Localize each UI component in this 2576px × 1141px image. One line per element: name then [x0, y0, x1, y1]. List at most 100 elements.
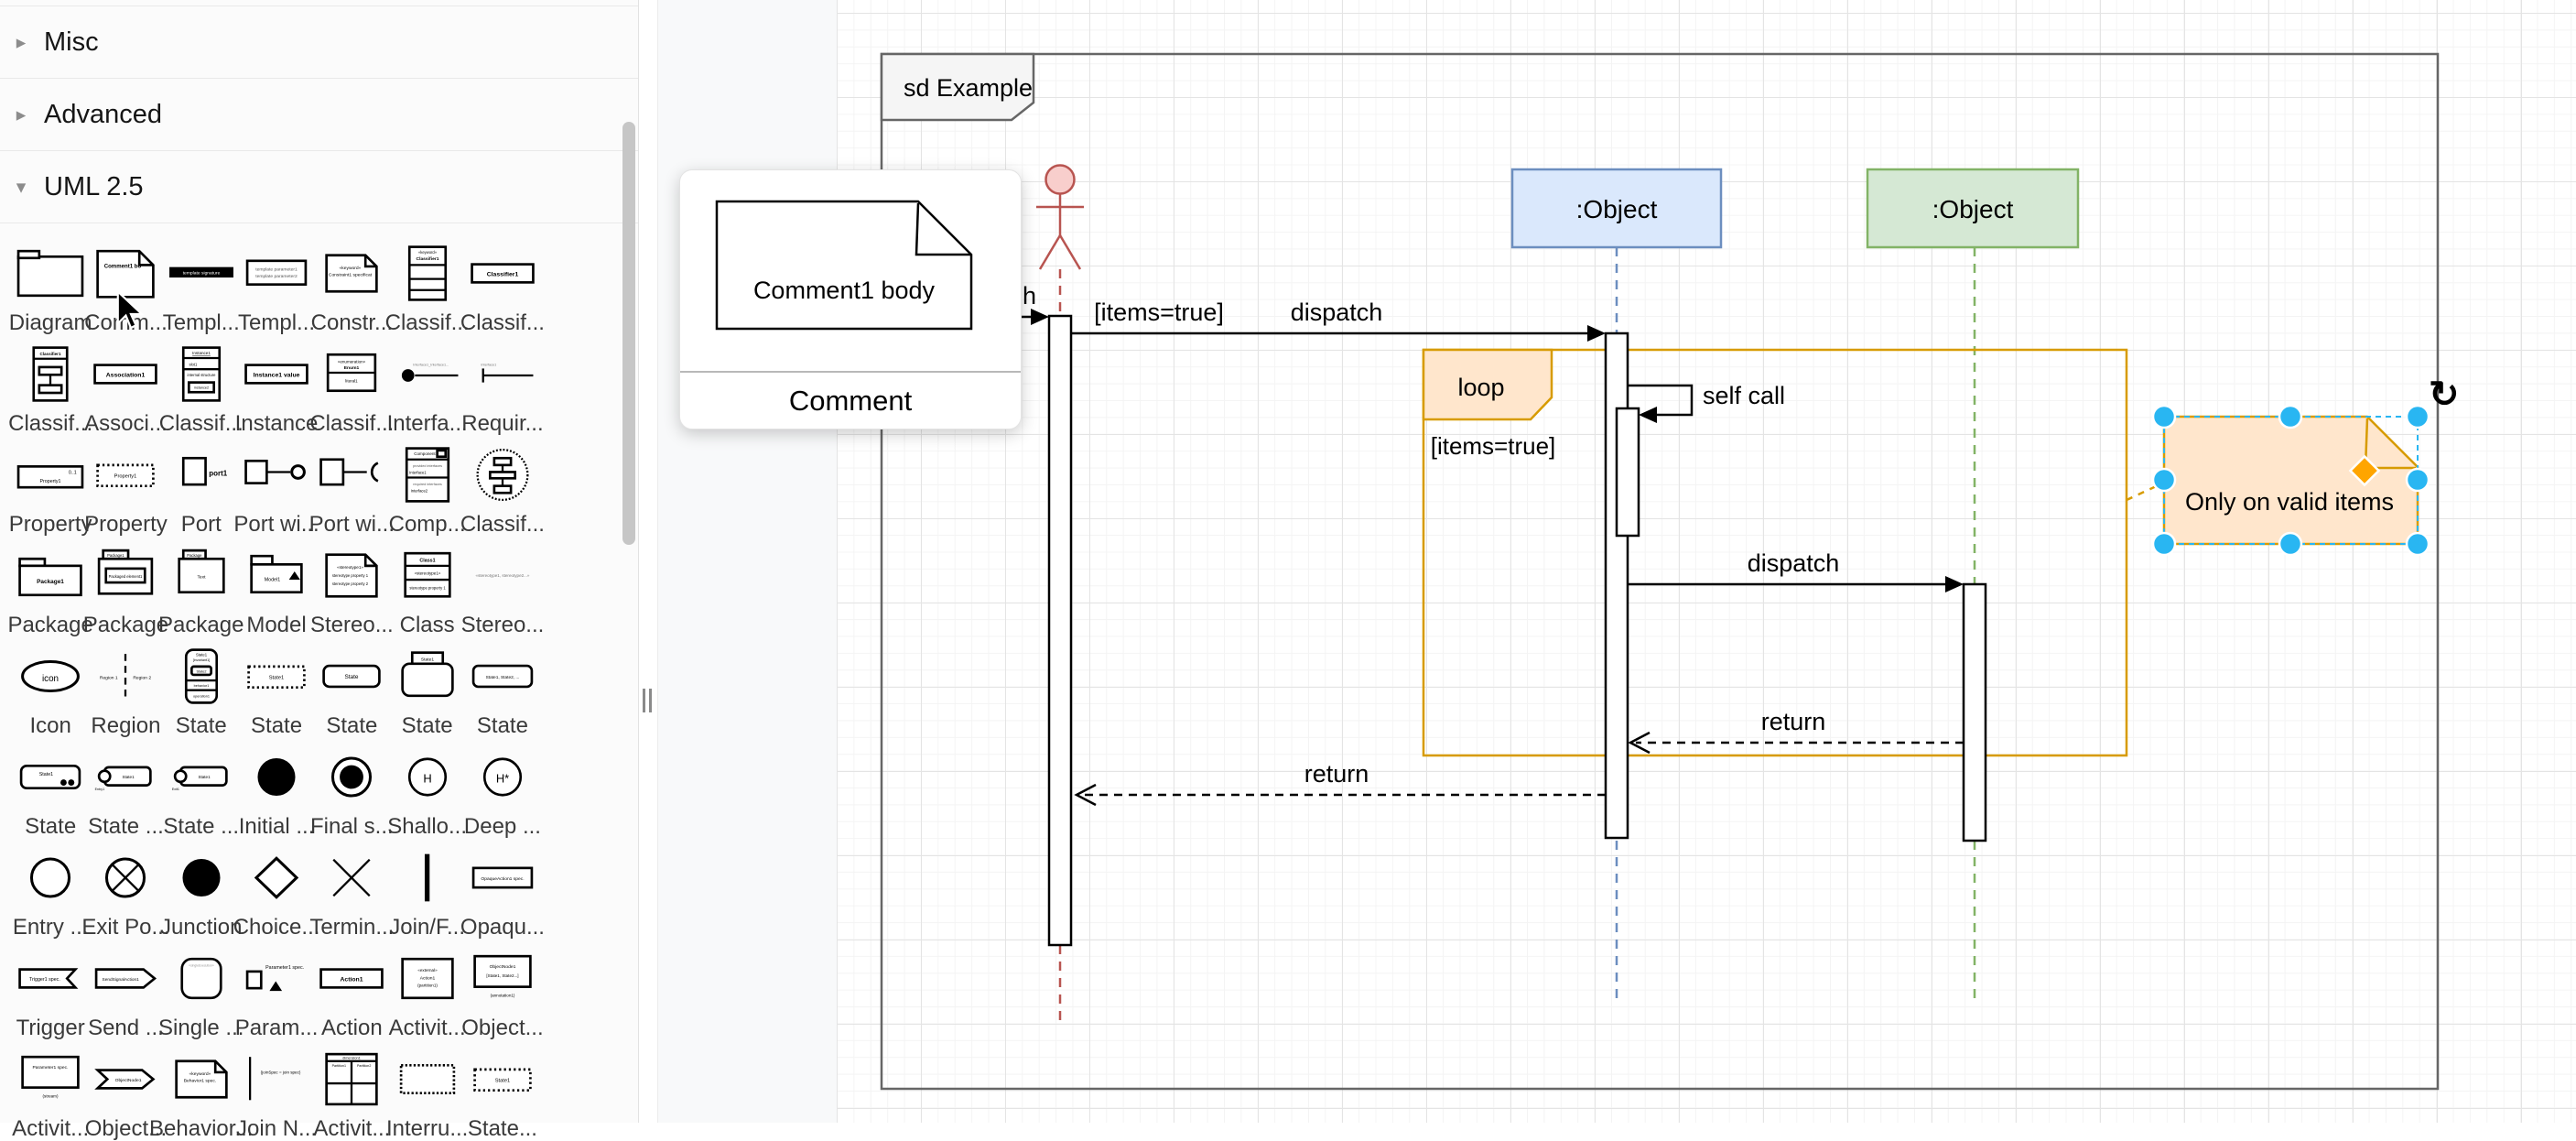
loop-fragment[interactable]: loop [items=true]: [1422, 348, 2128, 757]
section-advanced[interactable]: ▸ Advanced: [0, 79, 638, 151]
actor-activation-bar[interactable]: [1047, 314, 1073, 947]
preview-shape-label: Comment1 body: [753, 277, 936, 304]
object-lifeline-blue[interactable]: :Object: [1510, 168, 1723, 1003]
resize-handle-n[interactable]: [2278, 404, 2303, 429]
sd-frame[interactable]: sd Example: [880, 52, 2440, 1091]
palette-item-ellipse-hollow[interactable]: Entry ...: [12, 839, 89, 940]
palette-item-circle-letter[interactable]: H*Deep ...: [464, 738, 541, 839]
palette-item-label: Exit Po...: [81, 915, 170, 940]
palette-item-round-plain[interactable]: «singleExecution»Single ...: [158, 940, 244, 1040]
self-call-message[interactable]: self call: [1628, 382, 1785, 423]
palette-item-rect-caption[interactable]: Parameter1 spec.(stream)Activit...: [12, 1040, 89, 1141]
resize-handle-nw[interactable]: [2151, 404, 2177, 429]
rotate-handle-icon[interactable]: ↻: [2429, 375, 2460, 415]
palette-item-vline-text[interactable]: {joinSpec = join spec}Join N...: [236, 1040, 317, 1141]
object-lifeline-green[interactable]: :Object: [1866, 168, 2080, 1003]
svg-text:0..1: 0..1: [69, 470, 77, 475]
selection-handles[interactable]: ↻: [2151, 375, 2460, 557]
palette-item-port-socket[interactable]: Port wi...: [309, 436, 395, 537]
palette-item-label: Entry ...: [12, 915, 89, 940]
resize-handle-s[interactable]: [2278, 531, 2303, 557]
drawing-canvas[interactable]: sd Example h [items=true] dispatc: [657, 0, 2576, 1123]
palette-item-diamond[interactable]: Choice...: [233, 839, 319, 940]
sidebar-scrollbar[interactable]: [622, 122, 635, 545]
palette-item-ellipse-x[interactable]: Exit Po...: [81, 839, 169, 940]
message-dispatch-1[interactable]: [items=true] dispatch: [1071, 299, 1606, 342]
resize-handle-e[interactable]: [2405, 467, 2430, 493]
palette-item-textline[interactable]: «stereotype1, stereotype2...»Stereo...: [461, 537, 545, 637]
edge-label-handle[interactable]: [2348, 454, 2381, 487]
resize-handle-sw[interactable]: [2151, 531, 2177, 557]
palette-item-round-text-sm[interactable]: State1, State2, ...State: [465, 637, 540, 738]
palette-item-sections2[interactable]: Class1«stereotype1»stereotype property 1…: [389, 537, 464, 637]
palette-item-dashed-rect[interactable]: Interru...: [386, 1040, 468, 1141]
green-activation-bar[interactable]: [1962, 582, 1987, 842]
palette-item-xcross[interactable]: Termin...: [309, 839, 394, 940]
message-dispatch-2[interactable]: dispatch: [1628, 549, 1964, 592]
palette-item-frame[interactable]: Diagram: [9, 234, 92, 335]
message-return-outer[interactable]: return: [1074, 760, 1606, 807]
nested-activation-bar[interactable]: [1615, 407, 1640, 538]
palette-item-ball[interactable]: Classif...: [460, 436, 545, 537]
shape-preview-tooltip: Comment1 body Comment: [679, 169, 1022, 429]
svg-text:«stereotype1, stereotype2...»: «stereotype1, stereotype2...»: [475, 573, 529, 578]
resize-handle-ne[interactable]: [2405, 404, 2430, 429]
palette-item-circle-ring[interactable]: Final s...: [310, 738, 394, 839]
palette-item-rect3[interactable]: «external»Action1(partition1)Activit...: [389, 940, 466, 1040]
palette-item-circle-filled[interactable]: Initial ...: [239, 738, 314, 839]
actor-lifeline[interactable]: [1036, 164, 1084, 1026]
palette-item-circle-filled[interactable]: Junction: [160, 839, 242, 940]
resize-handle-w[interactable]: [2151, 467, 2177, 493]
section-misc[interactable]: ▸ Misc: [0, 6, 638, 79]
palette-item-rect-text-sm[interactable]: OpaqueAction1 spec.Opaqu...: [460, 839, 545, 940]
palette-item-note-sm[interactable]: «keyword»Behavior1 spec.Behavior...: [149, 1040, 253, 1141]
svg-text:State1: State1: [420, 657, 434, 662]
palette-item-flag[interactable]: Trigger1 spec.Trigger: [13, 940, 88, 1040]
section-uml-2-5[interactable]: ▾ UML 2.5: [0, 151, 638, 223]
palette-item-lollipop[interactable]: Interface1_Interface1...Interfa...: [387, 335, 468, 436]
palette-item-rect-caption[interactable]: ObjectNode1[State1, State2...](annotatio…: [461, 940, 544, 1040]
panel-collapse-handle[interactable]: [643, 689, 652, 712]
message-return-inner[interactable]: return: [1628, 708, 1964, 755]
grid-page[interactable]: [837, 0, 2576, 1123]
palette-item-vbar[interactable]: Join/F...: [389, 839, 465, 940]
comment-note[interactable]: Only on valid items: [2162, 415, 2419, 546]
palette-item-port-lolli[interactable]: Port wi...: [233, 436, 319, 537]
palette-item-param[interactable]: Parameter1 spec.Param...: [235, 940, 319, 1040]
resize-handle-se[interactable]: [2405, 531, 2430, 557]
